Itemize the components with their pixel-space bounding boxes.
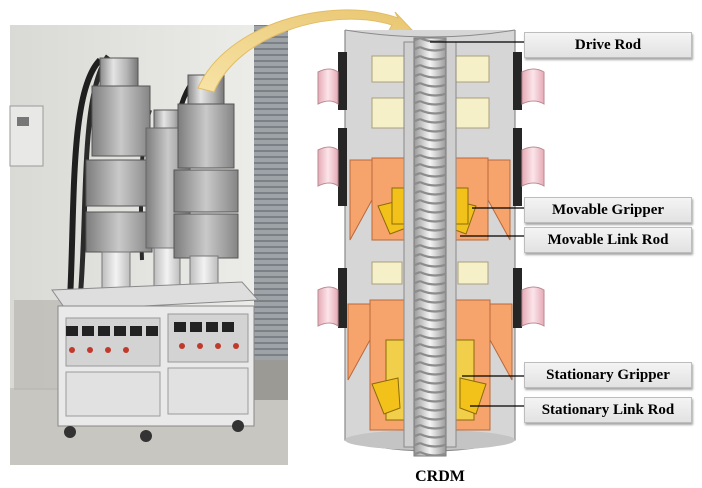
figure-caption: CRDM <box>415 468 465 485</box>
label-movable-gripper: Movable Gripper <box>524 197 692 223</box>
label-stationary-link-rod: Stationary Link Rod <box>524 397 692 423</box>
label-stationary-gripper: Stationary Gripper <box>524 362 692 388</box>
leader-lines <box>430 41 524 407</box>
coil-rings <box>317 68 545 327</box>
label-drive-rod: Drive Rod <box>524 32 692 58</box>
roller-shutter <box>254 25 288 395</box>
drive-rod <box>413 37 447 457</box>
crdm-test-rig-photo <box>9 25 288 465</box>
wall-electrical-box <box>9 105 44 167</box>
crdm-cutaway-diagram <box>317 29 545 457</box>
label-movable-link-rod: Movable Link Rod <box>524 227 692 253</box>
